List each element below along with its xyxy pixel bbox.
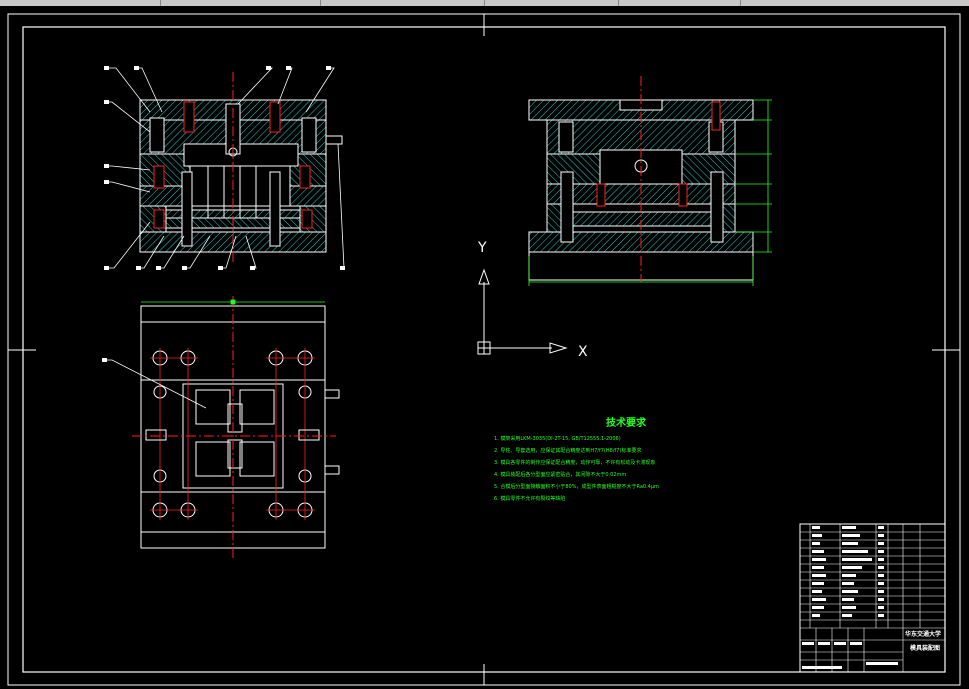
tech-req-item: 5. 合模后分型面接触面积不小于80%，成型件表面粗糙度不大于Ra0.4μm <box>494 483 659 490</box>
plan-leader-line <box>106 359 207 409</box>
plan-dimension <box>141 299 325 305</box>
side-section-view[interactable] <box>528 76 772 286</box>
screws <box>153 101 313 229</box>
return-pin-right <box>269 171 281 247</box>
guide-pillar-left <box>149 117 165 153</box>
return-pin-left <box>181 171 193 247</box>
toolbar-divider <box>160 0 161 6</box>
title-block-entries <box>802 526 898 669</box>
tech-req-item: 4. 模具装配后各分型面应紧密贴合，其间隙不大于0.02mm <box>494 471 626 478</box>
plan-leader-marker <box>102 358 107 362</box>
technical-requirements: 技术要求 1. 模架采用LKM-3035(DI-2T-15, GB/T12555… <box>494 416 659 502</box>
side-guide-pillars <box>558 121 724 243</box>
x-axis-label: X <box>578 344 588 360</box>
tech-req-item: 2. 导柱、导套选用，应保证其配合精度达到H7/f7(H8/f7)标准要求 <box>494 447 641 454</box>
cavity-insert <box>183 143 299 167</box>
toolbar-divider <box>618 0 619 6</box>
side-view-dimension-chain <box>528 99 772 286</box>
leader-end-markers <box>104 66 345 270</box>
cad-drawing-canvas[interactable]: Y X 技术要求 1. 模架采用LKM-3035(DI-2T-15, GB/T1… <box>0 6 969 689</box>
plan-cavities <box>195 389 275 477</box>
title-block[interactable]: 华东交通大学 模具装配图 <box>799 523 946 673</box>
toolbar-divider <box>484 0 485 6</box>
tech-req-title: 技术要求 <box>606 416 647 429</box>
plan-view[interactable] <box>102 296 340 558</box>
toolbar-divider <box>320 0 321 6</box>
tech-req-item: 6. 模具零件不允许有裂纹等缺陷 <box>494 495 565 502</box>
title-block-drawing-name: 模具装配图 <box>910 644 940 652</box>
ucs-axis-icon: Y X <box>477 240 588 360</box>
title-block-school: 华东交通大学 <box>905 630 941 638</box>
centering-marks <box>8 14 960 685</box>
title-block-frame <box>799 523 946 673</box>
toolbar-divider <box>740 0 741 6</box>
title-block-grid <box>800 524 945 672</box>
top-toolbar-strip <box>0 0 969 6</box>
plan-side-pins <box>145 389 340 475</box>
guide-pillar-right <box>301 117 317 153</box>
ejector-pins <box>207 166 257 218</box>
y-axis-label: Y <box>477 240 487 256</box>
front-section-view[interactable] <box>104 66 345 270</box>
side-screws <box>596 101 721 207</box>
tech-req-item: 3. 模具各零件的制作应保证配合精度，动作可靠，不许有松动及卡滞现象 <box>494 459 655 466</box>
tech-req-item: 1. 模架采用LKM-3035(DI-2T-15, GB/T12555.1-20… <box>494 435 621 442</box>
plan-hole-centers <box>150 348 315 520</box>
side-pin <box>325 135 343 145</box>
